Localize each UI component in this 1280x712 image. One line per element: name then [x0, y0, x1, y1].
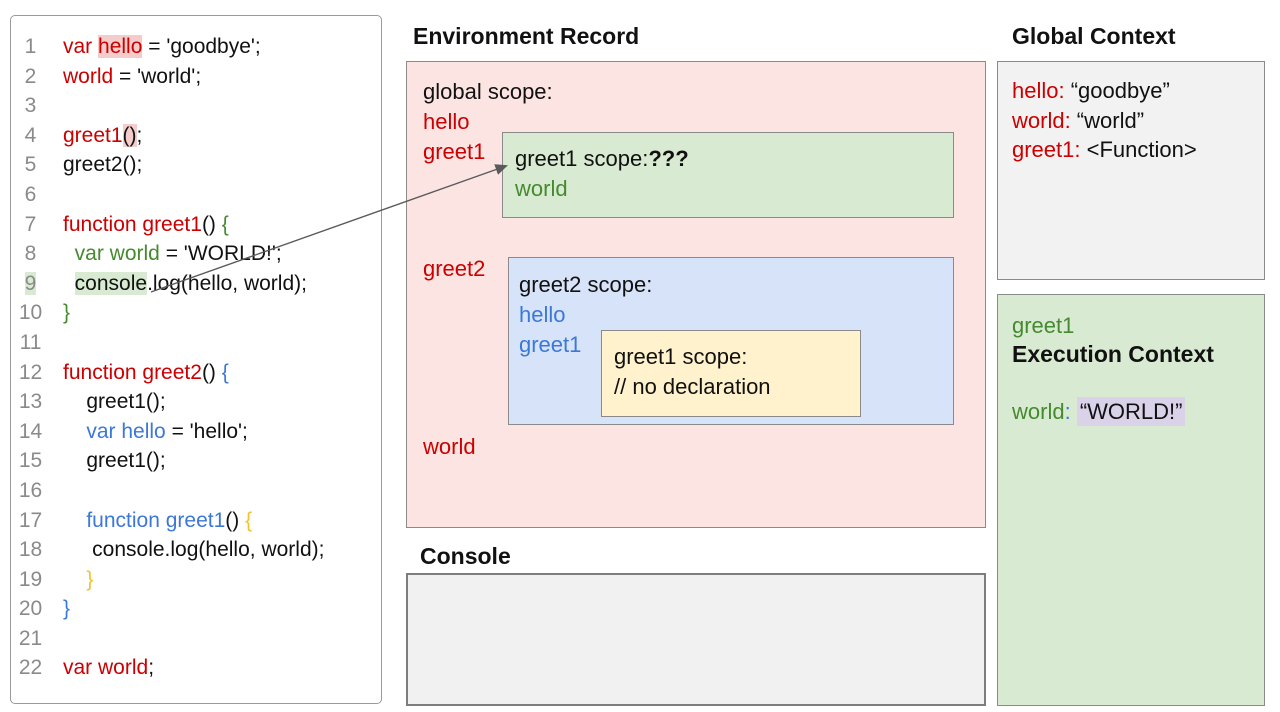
console-output-box — [406, 573, 986, 706]
global-var-greet2: greet2 — [423, 256, 486, 281]
greet1-scope-box: greet1 scope:??? world — [502, 132, 954, 218]
line-number: 3 — [24, 94, 37, 118]
line-number: 19 — [18, 567, 43, 591]
code-line: 16 — [17, 476, 381, 506]
execution-context-title: Execution Context — [1012, 341, 1214, 367]
line-number: 5 — [24, 153, 37, 177]
code-text: } — [63, 597, 71, 621]
code-line: 20} — [17, 594, 381, 624]
code-text: console.log(hello, world); — [63, 538, 325, 562]
line-number: 11 — [19, 330, 42, 354]
code-line: 17 function greet1() { — [17, 506, 381, 536]
line-number: 15 — [18, 449, 43, 473]
global-var-hello: hello — [423, 109, 470, 134]
line-number: 12 — [18, 360, 43, 384]
greet2-scope-var-hello: hello — [519, 302, 566, 327]
code-line: 6 — [17, 180, 381, 210]
code-text: } — [86, 567, 94, 591]
global-context-box: hello: “goodbye” world: “world” greet1: … — [997, 61, 1265, 280]
execution-context-var-world: world: “WORLD!” — [1012, 397, 1186, 427]
code-line: 15 greet1(); — [17, 446, 381, 476]
line-number: 10 — [18, 301, 43, 325]
line-number: 4 — [24, 123, 37, 147]
line-number: 1 — [24, 35, 37, 58]
code-editor-panel: 1 var hello = 'goodbye'; 2 world = 'world';… — [10, 15, 382, 704]
code-line: 10} — [17, 298, 381, 328]
greet2-scope-var-greet1: greet1 — [519, 332, 582, 357]
greet2-scope-title: greet2 scope: — [519, 272, 653, 297]
global-var-world: world — [423, 434, 476, 459]
code-line: 2 world = 'world'; — [17, 62, 381, 92]
code-line: 7 function greet1() { — [17, 210, 381, 240]
global-context-row-world: world: “world” — [1012, 107, 1145, 133]
global-context-row-hello: hello: “goodbye” — [1012, 78, 1170, 103]
code-line: 13 greet1(); — [17, 387, 381, 417]
code-line: 14 var hello = 'hello'; — [17, 417, 381, 447]
code-line: 21 — [17, 624, 381, 654]
code-text: } — [63, 301, 71, 325]
code-line: 18 console.log(hello, world); — [17, 535, 381, 565]
line-number: 13 — [18, 390, 43, 414]
line-number: 21 — [18, 626, 43, 650]
greet2-scope-box: greet2 scope: hello greet1 greet1 scope:… — [508, 257, 954, 425]
greet1-scope-title: greet1 scope:??? — [515, 146, 689, 171]
line-number: 9 — [24, 271, 37, 295]
console-title: Console — [420, 543, 511, 569]
code-line: 22 var world; — [17, 653, 381, 683]
line-number: 16 — [18, 478, 43, 502]
line-number: 20 — [18, 597, 43, 621]
code-text: function greet1() { — [86, 508, 253, 532]
global-context-row-greet1: greet1: <Function> — [1012, 137, 1197, 162]
code-line: 9 console.log(hello, world); — [17, 269, 381, 299]
code-text: console.log(hello, world); — [74, 271, 307, 295]
code-text: world = 'world'; — [63, 64, 202, 88]
code-line: 3 — [17, 91, 381, 121]
code-text: function greet2() { — [63, 360, 229, 384]
line-number: 2 — [24, 64, 37, 88]
execution-context-function-name: greet1 — [1012, 313, 1075, 338]
code-text: greet1(); — [63, 449, 166, 473]
line-number: 6 — [24, 182, 37, 206]
code-text: var hello = 'goodbye'; — [63, 35, 261, 58]
code-text: function greet1() { — [63, 212, 229, 236]
greet1-inner-scope-title: greet1 scope: — [614, 344, 748, 369]
global-scope-label: global scope: — [423, 79, 553, 104]
global-var-greet1: greet1 — [423, 139, 486, 164]
code-text: greet2(); — [63, 153, 143, 177]
code-line: 8 var world = 'WORLD!'; — [17, 239, 381, 269]
execution-context-box: greet1 Execution Context world: “WORLD!” — [997, 294, 1265, 706]
code-line: 1 var hello = 'goodbye'; — [17, 32, 381, 62]
code-text: greet1(); — [63, 390, 166, 414]
code-line: 5 greet2(); — [17, 150, 381, 180]
code-line: 4 greet1(); — [17, 121, 381, 151]
line-number: 22 — [18, 656, 43, 680]
line-number: 17 — [18, 508, 43, 532]
line-number: 14 — [18, 419, 43, 443]
line-number: 18 — [18, 538, 43, 562]
greet1-scope-var-world: world — [515, 176, 568, 201]
line-number: 7 — [24, 212, 37, 236]
code-lines: 1 var hello = 'goodbye'; 2 world = 'world';… — [17, 32, 381, 683]
code-line: 19 } — [17, 565, 381, 595]
global-scope-box: global scope: hello greet1 greet2 world … — [406, 61, 986, 528]
code-text: greet1(); — [63, 123, 143, 147]
code-line: 12 function greet2() { — [17, 358, 381, 388]
code-text: var hello = 'hello'; — [86, 419, 248, 443]
environment-record-title: Environment Record — [413, 23, 640, 49]
line-number: 8 — [24, 242, 37, 266]
code-text: var world = 'WORLD!'; — [74, 242, 282, 266]
greet1-inner-scope-comment: // no declaration — [614, 374, 771, 399]
global-context-title: Global Context — [1012, 23, 1176, 49]
code-line: 11 — [17, 328, 381, 358]
code-text: var world; — [63, 656, 155, 680]
global-scope-labels: global scope: hello greet1 — [423, 77, 553, 167]
greet1-inner-scope-box: greet1 scope: // no declaration — [601, 330, 861, 417]
